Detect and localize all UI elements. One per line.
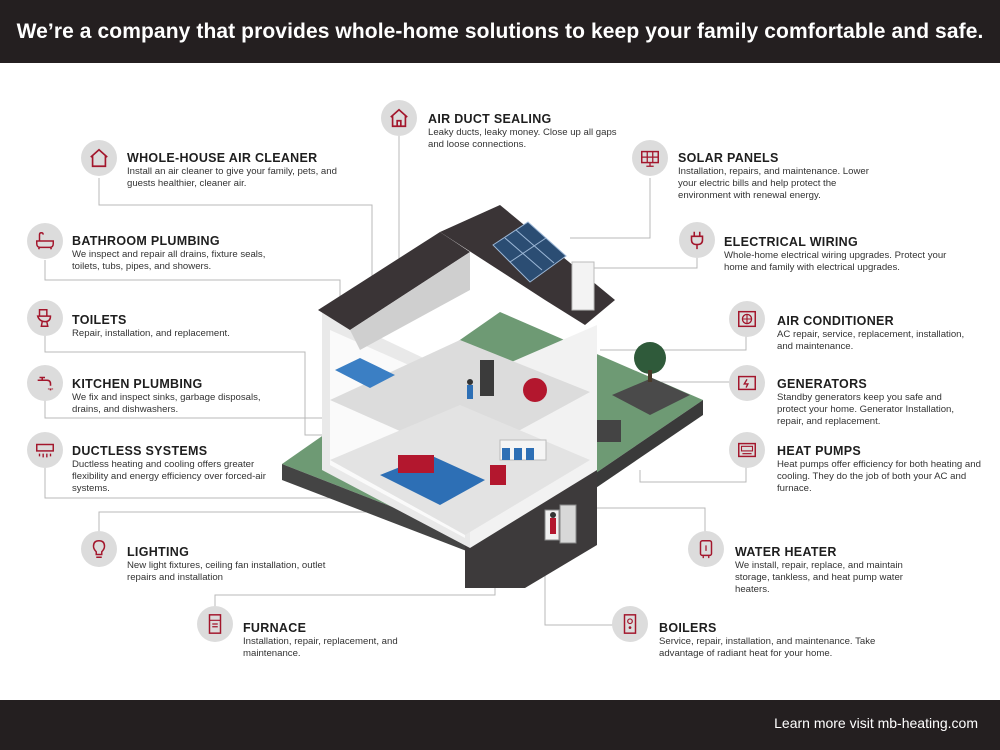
tree [634, 342, 666, 374]
feature-description: Ductless heating and cooling offers grea… [72, 459, 266, 495]
roof-left [318, 232, 470, 330]
feature-description: We fix and inspect sinks, garbage dispos… [72, 392, 261, 416]
feature-description: Repair, installation, and replacement. [72, 328, 230, 339]
feature-description: Service, repair, installation, and maint… [659, 636, 876, 660]
feature-title: LIGHTING [127, 545, 190, 559]
upper-floor [330, 340, 590, 460]
bathroom-floor [335, 358, 395, 388]
feature-title: GENERATORS [777, 377, 868, 391]
feature-description: Installation, repair, replacement, and m… [243, 636, 398, 660]
water-heater-icon [688, 531, 724, 567]
feature-description: Installation, repairs, and maintenance. … [678, 166, 869, 202]
feature-title: TOILETS [72, 313, 127, 327]
feature-description: Heat pumps offer efficiency for both hea… [777, 459, 981, 495]
red-sofa [398, 455, 434, 473]
chimney [571, 261, 595, 311]
feature-description: Leaky ducts, leaky money. Close up all g… [428, 127, 617, 151]
feature-title: AIR DUCT SEALING [428, 112, 552, 126]
fan-unit-icon [729, 301, 765, 337]
furnace-icon [197, 606, 233, 642]
feature-title: BOILERS [659, 621, 717, 635]
outdoor-ac-unit [597, 420, 621, 442]
feature-description: We inspect and repair all drains, fixtur… [72, 249, 266, 273]
feature-title: FURNACE [243, 621, 307, 635]
mini-split-icon [27, 432, 63, 468]
bathtub-icon [27, 223, 63, 259]
toilet-icon [27, 300, 63, 336]
feature-title: WHOLE-HOUSE AIR CLEANER [127, 151, 318, 165]
header-banner: We’re a company that provides whole-home… [0, 0, 1000, 63]
basement [465, 470, 597, 588]
feature-description: Install an air cleaner to give your fami… [127, 166, 337, 190]
heat-pump-icon [729, 432, 765, 468]
feature-description: Whole-home electrical wiring upgrades. P… [724, 250, 947, 274]
boiler-icon [612, 606, 648, 642]
website-cta-link[interactable]: Learn more visit mb-heating.com [774, 715, 978, 731]
lightbulb-icon [81, 531, 117, 567]
feature-description: Standby generators keep you safe and pro… [777, 392, 955, 428]
feature-title: SOLAR PANELS [678, 151, 779, 165]
feature-title: ELECTRICAL WIRING [724, 235, 859, 249]
footer-banner: Learn more visit mb-heating.com [0, 700, 1000, 750]
house-outline-icon [81, 140, 117, 176]
faucet-icon [27, 365, 63, 401]
feature-title: AIR CONDITIONER [777, 314, 894, 328]
dining-table [523, 378, 547, 402]
generator-icon [729, 365, 765, 401]
feature-description: AC repair, service, replacement, install… [777, 329, 965, 353]
feature-description: We install, repair, replace, and maintai… [735, 560, 903, 596]
feature-title: HEAT PUMPS [777, 444, 862, 458]
lawn-edge-left [282, 464, 490, 560]
feature-title: KITCHEN PLUMBING [72, 377, 203, 391]
house-outline-icon [381, 100, 417, 136]
plug-icon [679, 222, 715, 258]
page-title: We’re a company that provides whole-home… [16, 19, 984, 43]
solar-panel-icon [632, 140, 668, 176]
feature-title: WATER HEATER [735, 545, 837, 559]
feature-title: DUCTLESS SYSTEMS [72, 444, 208, 458]
feature-description: New light fixtures, ceiling fan installa… [127, 560, 326, 584]
patio [612, 378, 690, 415]
feature-title: BATHROOM PLUMBING [72, 234, 220, 248]
